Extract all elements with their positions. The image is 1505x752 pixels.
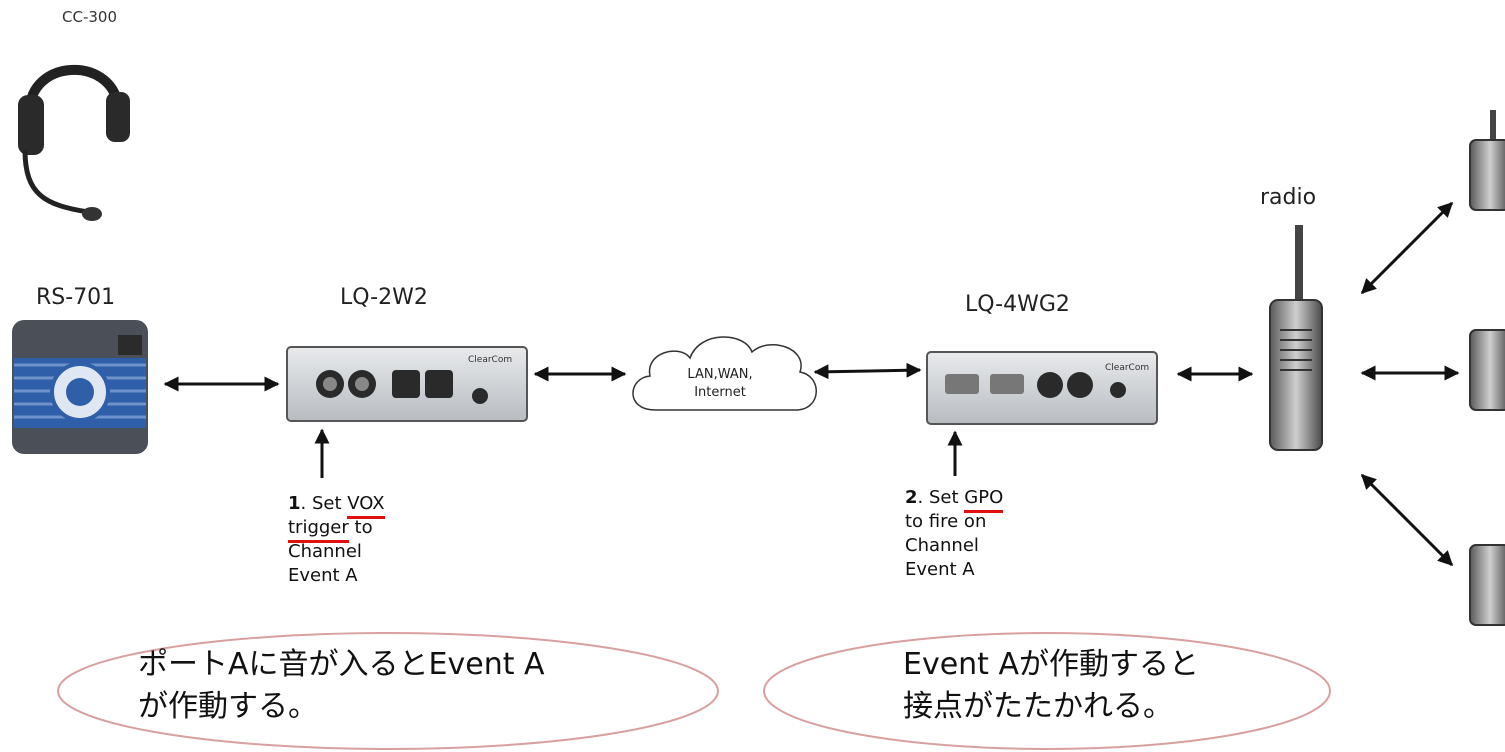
note-1-event: Event A bbox=[288, 565, 358, 586]
note-1-trigger: trigger bbox=[288, 517, 349, 543]
headset-icon bbox=[18, 65, 130, 221]
note-1-vox: VOX bbox=[347, 493, 385, 519]
connection-arrows bbox=[163, 201, 1460, 567]
callout-1-line2: が作動する。 bbox=[138, 689, 318, 724]
lq-2w2-label: LQ-2W2 bbox=[340, 285, 428, 310]
note-1-text-a: . Set bbox=[300, 493, 348, 514]
callout-1-line1: ポートAに音が入るとEvent A bbox=[138, 647, 545, 682]
radio-label: radio bbox=[1260, 185, 1317, 210]
callout-ellipse-2 bbox=[763, 632, 1331, 750]
callout-1-text: ポートAに音が入るとEvent A が作動する。 bbox=[138, 644, 545, 728]
callout-2-text: Event Aが作動すると 接点がたたかれる。 bbox=[903, 644, 1199, 728]
beltpack-icon bbox=[12, 320, 148, 454]
lq-2w2-device: ClearCom bbox=[286, 346, 528, 422]
lq-4wg2-device: ClearCom bbox=[926, 351, 1158, 425]
note-1: 1. Set VOX trigger to Channel Event A bbox=[288, 492, 385, 588]
remote-radio-icon-middle bbox=[1469, 329, 1505, 411]
note-2-gpo: GPO bbox=[964, 487, 1004, 513]
cloud-label-line2: Internet bbox=[694, 385, 746, 400]
callout-ellipse-1 bbox=[57, 632, 719, 750]
arrow-radio-remote-top bbox=[1360, 201, 1454, 295]
note-2-number: 2 bbox=[905, 487, 918, 508]
note-1-text-d: to bbox=[348, 517, 373, 538]
cloud-label: LAN,WAN, Internet bbox=[660, 366, 780, 402]
note-1-channel: Channel bbox=[288, 541, 362, 562]
note-2: 2. Set GPO to fire on Channel Event A bbox=[905, 486, 1003, 582]
remote-radio-icon-top bbox=[1469, 110, 1505, 211]
brand-logo-1: ClearCom bbox=[468, 355, 512, 365]
callout-2-line1: Event Aが作動すると bbox=[903, 647, 1200, 682]
remote-radio-icon-bottom bbox=[1469, 544, 1505, 626]
note-1-number: 1 bbox=[288, 493, 301, 514]
radio-icon bbox=[1269, 225, 1323, 451]
callout-2-line2: 接点がたたかれる。 bbox=[903, 689, 1173, 724]
lq-4wg2-label: LQ-4WG2 bbox=[965, 292, 1070, 317]
note-2-line2: to fire on bbox=[905, 511, 987, 532]
cloud-label-line1: LAN,WAN, bbox=[687, 367, 753, 382]
cloud-icon bbox=[632, 336, 817, 411]
arrow-cloud-lq4wg2 bbox=[813, 362, 922, 380]
note-2-channel: Channel bbox=[905, 535, 979, 556]
headset-label: CC-300 bbox=[62, 8, 117, 26]
arrow-radio-remote-bottom bbox=[1360, 473, 1454, 567]
brand-logo-2: ClearCom bbox=[1105, 363, 1149, 373]
note-2-event: Event A bbox=[905, 559, 975, 580]
note-2-text-a: . Set bbox=[917, 487, 965, 508]
beltpack-label: RS-701 bbox=[36, 285, 116, 310]
